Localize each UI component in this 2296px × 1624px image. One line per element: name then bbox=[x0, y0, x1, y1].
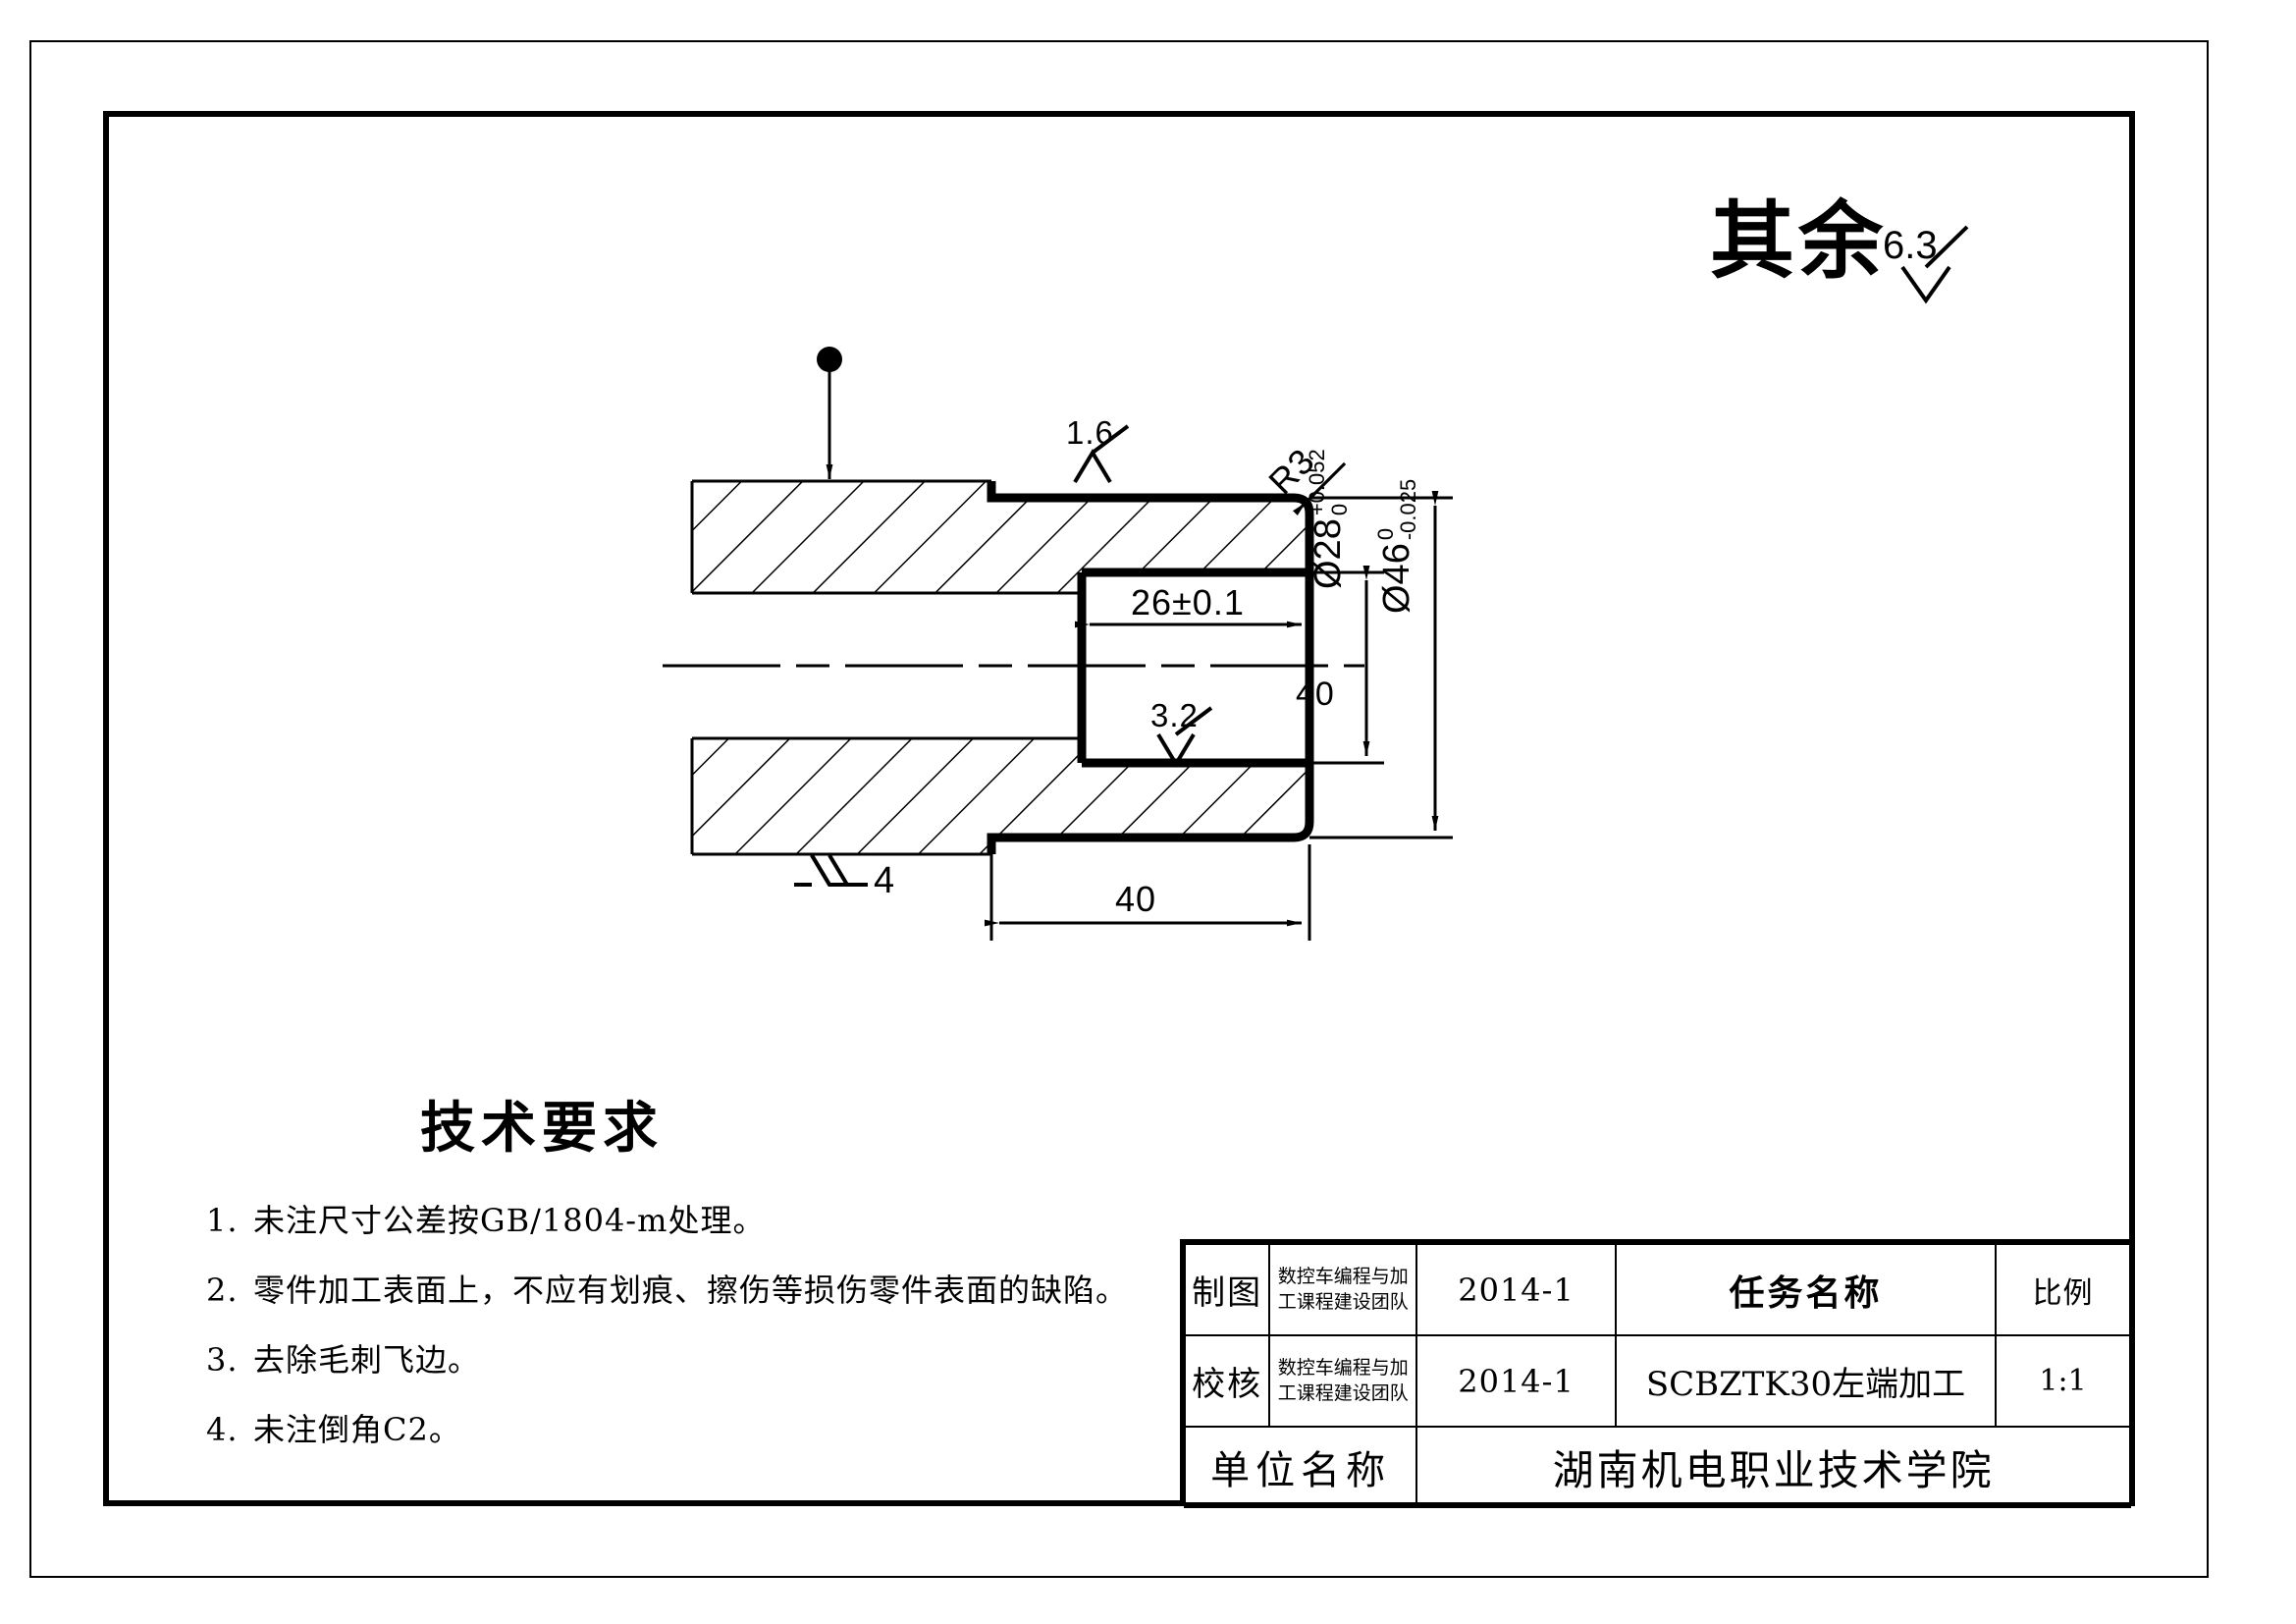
dim-tol-bore-lower: 0 bbox=[1327, 503, 1353, 516]
tech-req-title: 技术要求 bbox=[420, 1096, 664, 1161]
dim-text-overall-length: 40 bbox=[1296, 676, 1335, 713]
scale-value: 1:1 bbox=[1995, 1334, 2131, 1428]
checked-by-line2: 工课程建设团队 bbox=[1277, 1381, 1409, 1404]
tech-req-text: 未注倒角C2。 bbox=[253, 1411, 461, 1448]
drawn-by-line2: 工课程建设团队 bbox=[1277, 1290, 1409, 1313]
dim-text-length-40: 40 bbox=[1115, 879, 1157, 919]
title-block: 制图 数控车编程与加 工课程建设团队 2014-1 任务名称 比例 校核 数控车… bbox=[1180, 1239, 2135, 1508]
title-block-row-drawn: 制图 数控车编程与加 工课程建设团队 2014-1 任务名称 比例 bbox=[1183, 1243, 2131, 1336]
title-block-row-checked: 校核 数控车编程与加 工课程建设团队 2014-1 SCBZTK30左端加工 1… bbox=[1183, 1334, 2131, 1428]
drawn-date: 2014-1 bbox=[1415, 1243, 1617, 1336]
sheet-border-outer bbox=[29, 40, 2209, 1578]
checked-label: 校核 bbox=[1183, 1334, 1271, 1428]
tech-req-text: 零件加工表面上，不应有划痕、擦伤等损伤零件表面的缺陷。 bbox=[253, 1272, 1129, 1309]
dim-tol-outer-upper: 0 bbox=[1373, 527, 1398, 541]
general-roughness-value: 6.3 bbox=[1883, 224, 1938, 267]
surface-finish-value-top: 1.6 bbox=[1066, 414, 1114, 451]
tech-req-text: 去除毛刺飞边。 bbox=[253, 1341, 481, 1379]
tech-req-text: 未注尺寸公差按GB/1804-m处理。 bbox=[253, 1202, 766, 1239]
dim-text-bore-diameter: Ø28 bbox=[1307, 518, 1349, 589]
tech-req-item: 3. 去除毛刺飞边。 bbox=[206, 1335, 1148, 1380]
drawn-by: 数控车编程与加 工课程建设团队 bbox=[1268, 1243, 1418, 1336]
tech-req-number: 3. bbox=[206, 1341, 239, 1379]
checked-by-line1: 数控车编程与加 bbox=[1277, 1356, 1409, 1379]
tech-req-item: 1. 未注尺寸公差按GB/1804-m处理。 bbox=[206, 1196, 1148, 1241]
tech-req-item: 4. 未注倒角C2。 bbox=[206, 1405, 1148, 1450]
surface-finish-value-bore: 3.2 bbox=[1150, 697, 1199, 733]
drawn-label: 制图 bbox=[1183, 1243, 1271, 1336]
tech-req-list: 1. 未注尺寸公差按GB/1804-m处理。 2. 零件加工表面上，不应有划痕、擦伤… bbox=[206, 1196, 1148, 1475]
tech-req-number: 1. bbox=[206, 1202, 239, 1239]
unit-label: 单位名称 bbox=[1183, 1426, 1418, 1508]
scale-label: 比例 bbox=[1995, 1243, 2131, 1336]
general-roughness-label: 其余 bbox=[1710, 191, 1887, 291]
task-label: 任务名称 bbox=[1614, 1243, 1998, 1336]
dim-text-bore-depth: 26±0.1 bbox=[1131, 582, 1245, 623]
checked-date: 2014-1 bbox=[1415, 1334, 1617, 1428]
surface-finish-value-left: 4 bbox=[874, 860, 896, 901]
unit-value: 湖南机电职业技术学院 bbox=[1415, 1426, 2131, 1508]
drawn-by-line1: 数控车编程与加 bbox=[1277, 1265, 1409, 1287]
dim-tol-outer-lower: -0.025 bbox=[1396, 478, 1421, 541]
sheet-border-inner bbox=[103, 111, 2135, 1506]
tech-req-number: 2. bbox=[206, 1272, 239, 1309]
title-block-row-unit: 单位名称 湖南机电职业技术学院 bbox=[1183, 1426, 2131, 1508]
task-name: SCBZTK30左端加工 bbox=[1614, 1334, 1998, 1428]
tech-req-number: 4. bbox=[206, 1411, 239, 1448]
tech-req-item: 2. 零件加工表面上，不应有划痕、擦伤等损伤零件表面的缺陷。 bbox=[206, 1266, 1148, 1311]
checked-by: 数控车编程与加 工课程建设团队 bbox=[1268, 1334, 1418, 1428]
dim-text-outer-diameter: Ø46 bbox=[1375, 543, 1417, 614]
